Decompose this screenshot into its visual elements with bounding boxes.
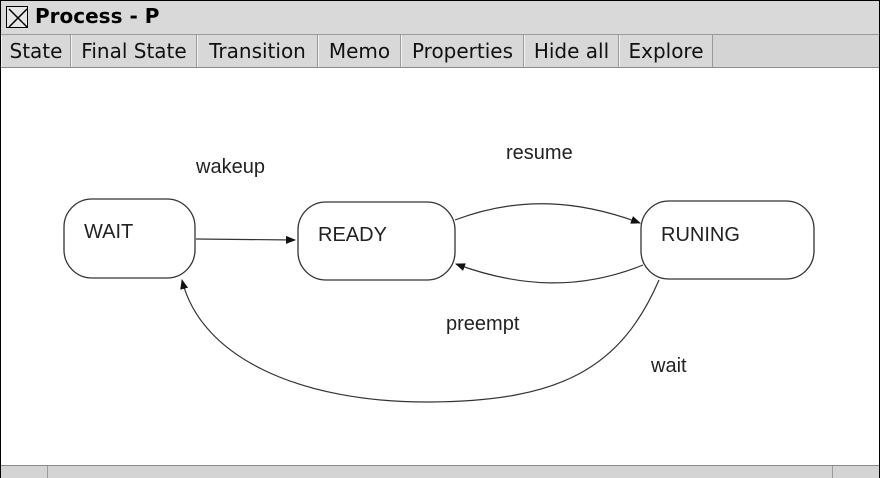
horizontal-scrollbar[interactable] [1, 465, 879, 478]
transition-resume-label: resume [506, 142, 573, 164]
scroll-left-button[interactable] [1, 466, 48, 478]
toolbar: State Final State Transition Memo Proper… [1, 35, 879, 68]
diagram-canvas[interactable]: WAIT READY RUNING wakeup resume preempt … [1, 68, 879, 465]
state-ready[interactable] [297, 201, 456, 281]
close-icon[interactable] [6, 6, 28, 28]
hide-all-button[interactable]: Hide all [524, 35, 619, 67]
window-title: Process - P [35, 4, 160, 28]
state-running[interactable] [640, 200, 815, 280]
transition-wait-label: wait [650, 355, 687, 377]
memo-button[interactable]: Memo [318, 35, 401, 67]
transition-wait-arrow[interactable] [180, 279, 660, 403]
explore-button[interactable]: Explore [619, 35, 713, 67]
state-running-label: RUNING [661, 224, 740, 246]
state-ready-label: READY [318, 224, 387, 246]
state-diagram: WAIT READY RUNING wakeup resume preempt … [63, 142, 815, 403]
state-wait-label: WAIT [84, 221, 133, 243]
transition-button[interactable]: Transition [197, 35, 318, 67]
final-state-button[interactable]: Final State [71, 35, 197, 67]
transition-preempt-arrow[interactable] [455, 263, 644, 284]
transition-wakeup-arrow[interactable] [195, 235, 296, 244]
state-wait[interactable] [63, 198, 196, 279]
properties-button[interactable]: Properties [401, 35, 524, 67]
title-bar: Process - P [1, 1, 879, 35]
scroll-right-button[interactable] [832, 466, 879, 478]
transition-wakeup-label: wakeup [195, 156, 265, 178]
transition-resume-arrow[interactable] [454, 203, 641, 224]
state-button[interactable]: State [1, 35, 71, 67]
transition-preempt-label: preempt [446, 313, 520, 335]
